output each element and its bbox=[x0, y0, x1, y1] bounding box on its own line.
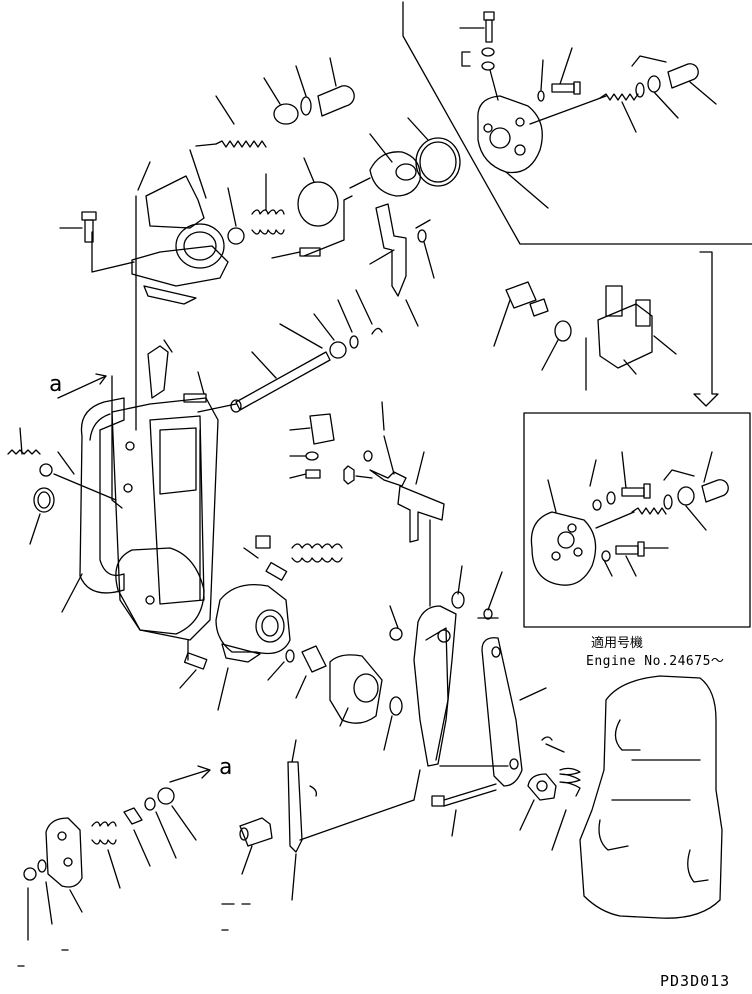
cover-bore bbox=[176, 224, 224, 268]
lower-left-bolt bbox=[180, 640, 207, 688]
detail2-stud bbox=[596, 508, 666, 528]
bottom-plate bbox=[24, 818, 82, 940]
detail-cap-nut bbox=[668, 64, 698, 88]
control-lever-assembly bbox=[384, 566, 564, 786]
housing-flange bbox=[116, 548, 204, 634]
detail-small-washer bbox=[538, 91, 544, 101]
lever-o-ring bbox=[390, 697, 402, 715]
cover-gasket bbox=[144, 286, 196, 304]
detail-governor-housing bbox=[478, 96, 548, 208]
lever-bolt bbox=[266, 563, 287, 581]
cap-nut bbox=[318, 86, 354, 116]
stop-bracket bbox=[148, 340, 206, 402]
spring-seat bbox=[228, 228, 244, 244]
engine-number-label: Engine No.24675～ bbox=[586, 654, 725, 669]
stop-lever bbox=[240, 740, 420, 900]
view-arrow-upper bbox=[58, 374, 122, 508]
detail-bolt bbox=[460, 12, 494, 42]
left-stud bbox=[8, 428, 116, 544]
detail2-washer bbox=[593, 500, 601, 510]
governor-spring bbox=[256, 536, 342, 562]
lower-cylinders bbox=[268, 646, 382, 726]
detail-washer-3 bbox=[636, 83, 644, 97]
hex-nut bbox=[528, 774, 556, 800]
fork-lever bbox=[370, 204, 434, 326]
detail2-nut bbox=[678, 487, 694, 505]
engine-outline bbox=[580, 676, 722, 918]
detail-washer-2 bbox=[482, 62, 494, 70]
drawing-code: PD3D013 bbox=[660, 972, 731, 990]
adjusting-rod bbox=[344, 402, 444, 606]
detail2-lower-bolt bbox=[602, 542, 668, 576]
detail2-washer-2 bbox=[607, 492, 615, 504]
housing-gasket bbox=[58, 398, 124, 612]
solenoid-assembly bbox=[494, 282, 676, 390]
left-cap bbox=[34, 488, 54, 512]
bottom-collars bbox=[124, 788, 196, 866]
governor-housing bbox=[112, 398, 218, 640]
lever-shaft bbox=[198, 290, 382, 412]
bottom-washer bbox=[24, 868, 36, 880]
detail2-bolt bbox=[622, 484, 650, 498]
reference-dashes bbox=[18, 904, 250, 966]
lever-nut bbox=[390, 628, 402, 640]
detail2-cap bbox=[702, 480, 728, 502]
top-clip bbox=[290, 414, 334, 478]
detail-screw bbox=[552, 48, 580, 94]
governor-cover-assembly bbox=[60, 58, 354, 430]
bottom-bolt bbox=[432, 768, 580, 850]
shaft-nut bbox=[330, 342, 346, 358]
view-marker-a-upper: a bbox=[49, 372, 63, 397]
spring-plate bbox=[256, 536, 270, 548]
view-marker-a-lower: a bbox=[219, 755, 233, 780]
diaphragm-parts bbox=[272, 118, 460, 258]
adjust-screw bbox=[216, 141, 266, 147]
detail-stud-spring bbox=[530, 94, 638, 132]
shaft-bolt bbox=[300, 248, 320, 256]
view-arrow-lower bbox=[170, 766, 210, 782]
bottom-spring bbox=[92, 822, 120, 888]
o-ring-large bbox=[298, 182, 338, 226]
o-ring-top bbox=[416, 138, 460, 186]
applicability-label: 適用号機 bbox=[591, 636, 644, 651]
o-ring bbox=[555, 321, 571, 341]
arrow-down-icon bbox=[694, 252, 718, 406]
cover-bolt-head bbox=[82, 212, 96, 220]
detail2-housing bbox=[531, 512, 595, 585]
detail-box-top bbox=[403, 2, 752, 244]
detail-box-middle bbox=[524, 413, 750, 627]
left-nut bbox=[40, 464, 52, 476]
detail-washer bbox=[482, 48, 494, 56]
rod-arm bbox=[398, 486, 444, 542]
governor-weight-body bbox=[216, 548, 290, 710]
damper-cup bbox=[330, 655, 382, 723]
bushing bbox=[302, 646, 326, 672]
fork-arm bbox=[482, 638, 522, 786]
lock-nut bbox=[274, 104, 298, 124]
bolt-head bbox=[432, 796, 444, 806]
detail-nut bbox=[648, 76, 660, 92]
